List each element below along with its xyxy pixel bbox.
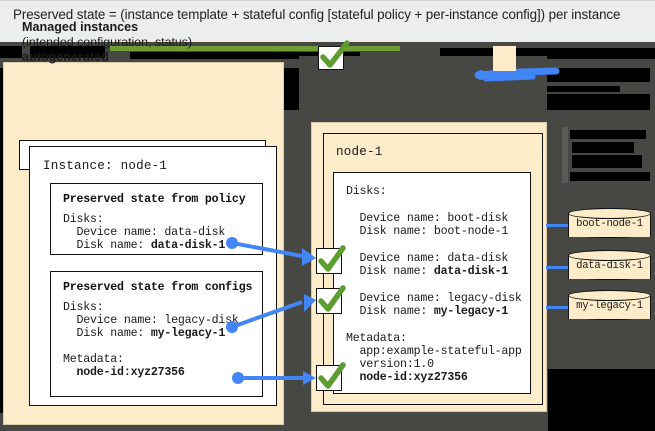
managed-instances-title: Managed instances (intended configuratio…: [22, 20, 192, 65]
redacted-bar: [30, 46, 105, 58]
cream-fragment: [493, 46, 516, 71]
disk-connector-line: [546, 306, 570, 309]
node-metadata-app: app:example-stateful-app: [346, 345, 522, 358]
cylinder-top: [568, 208, 651, 219]
disk-cylinder-legacy: my-legacy-1: [568, 290, 651, 322]
node-metadata-label: Metadata:: [346, 332, 407, 345]
node-entry-legacy-disk-label: Disk name:: [346, 305, 434, 318]
redacted-bar: [0, 46, 22, 58]
preserved-state-policy-box: Preserved state from policy Disks: Devic…: [50, 183, 263, 255]
check-icon: [318, 40, 350, 70]
redacted-bar: [130, 52, 360, 59]
disk-label: boot-node-1: [576, 218, 643, 230]
node-entry-legacy-disk-value: my-legacy-1: [433, 305, 509, 318]
disk-cylinder-data: data-disk-1: [568, 250, 651, 282]
preserved-configs-disks-label: Disks:: [63, 301, 104, 314]
instance-card-header: Instance: node-1: [43, 159, 168, 173]
node-entry-boot-disk-label: Disk name:: [346, 225, 434, 238]
preserved-state-configs-box: Preserved state from configs Disks: Devi…: [50, 271, 263, 397]
node-entry-boot-device: Device name: boot-disk: [346, 212, 509, 225]
node-disks-card: Disks: Device name: boot-disk Disk name:…: [333, 172, 531, 394]
redacted-bar: [440, 48, 655, 59]
node-entry-data-disk-row: Disk name: data-disk-1: [346, 265, 509, 278]
preserved-policy-title: Preserved state from policy: [63, 193, 246, 206]
preserved-configs-metadata-value: node-id:xyz27356: [63, 366, 185, 379]
node-entry-data-disk-label: Disk name:: [346, 265, 434, 278]
disk-connector-line: [546, 224, 570, 227]
node-disks-label: Disks:: [346, 185, 387, 198]
disk-cylinder-boot: boot-node-1: [568, 208, 651, 240]
preserved-policy-device-name: Device name: data-disk: [63, 226, 226, 239]
node-entry-boot-disk-value: boot-node-1: [433, 225, 509, 238]
panel-title-line1: Managed instances: [22, 20, 139, 34]
preserved-policy-disk-name-value: data-disk-1: [150, 239, 226, 252]
preserved-configs-metadata-label: Metadata:: [63, 353, 124, 366]
preserved-configs-device-name: Device name: legacy-disk: [63, 314, 239, 327]
preserved-configs-disk-name-value: my-legacy-1: [150, 327, 226, 340]
cylinder-top: [568, 290, 651, 301]
node-metadata-node-id: node-id:xyz27356: [346, 371, 468, 384]
redacted-bar: [572, 155, 642, 168]
node-entry-boot-disk-row: Disk name: boot-node-1: [346, 225, 509, 238]
node-entry-data-device: Device name: data-disk: [346, 252, 509, 265]
redacted-bar: [570, 130, 646, 139]
caption-hairline: [0, 0, 655, 1]
preserved-policy-disk-name-label: Disk name:: [63, 239, 151, 252]
panel-title-line2: (intended configuration, status): [22, 35, 193, 49]
page-title: Preserved state = (instance template + s…: [13, 7, 621, 22]
node-entry-data-disk-value: data-disk-1: [433, 265, 509, 278]
preserved-policy-disk-name-row: Disk name: data-disk-1: [63, 239, 226, 252]
disk-label: data-disk-1: [576, 260, 643, 272]
check-icon: [316, 285, 346, 314]
check-icon: [316, 362, 346, 391]
preserved-policy-disks-label: Disks:: [63, 213, 104, 226]
redacted-block: [548, 369, 655, 431]
check-icon: [316, 245, 346, 274]
preserved-configs-title: Preserved state from configs: [63, 281, 253, 294]
redacted-bar: [570, 172, 650, 181]
redacted-bar: [562, 127, 568, 183]
node-entry-legacy-disk-row: Disk name: my-legacy-1: [346, 305, 509, 318]
caption-band: Preserved state = (instance template + s…: [0, 0, 655, 42]
panel-title-line3: autogenerated: [22, 50, 109, 64]
redacted-green-line: [110, 46, 400, 51]
node-entry-legacy-device: Device name: legacy-disk: [346, 292, 522, 305]
disk-connector-line: [546, 266, 570, 269]
node-metadata-version: version:1.0: [346, 358, 435, 371]
redacted-bar: [572, 142, 634, 153]
disk-label: my-legacy-1: [576, 300, 643, 312]
cylinder-top: [568, 250, 651, 261]
node-card-header: node-1: [336, 145, 383, 159]
preserved-configs-disk-name-row: Disk name: my-legacy-1: [63, 327, 226, 340]
preserved-configs-disk-name-label: Disk name:: [63, 327, 151, 340]
